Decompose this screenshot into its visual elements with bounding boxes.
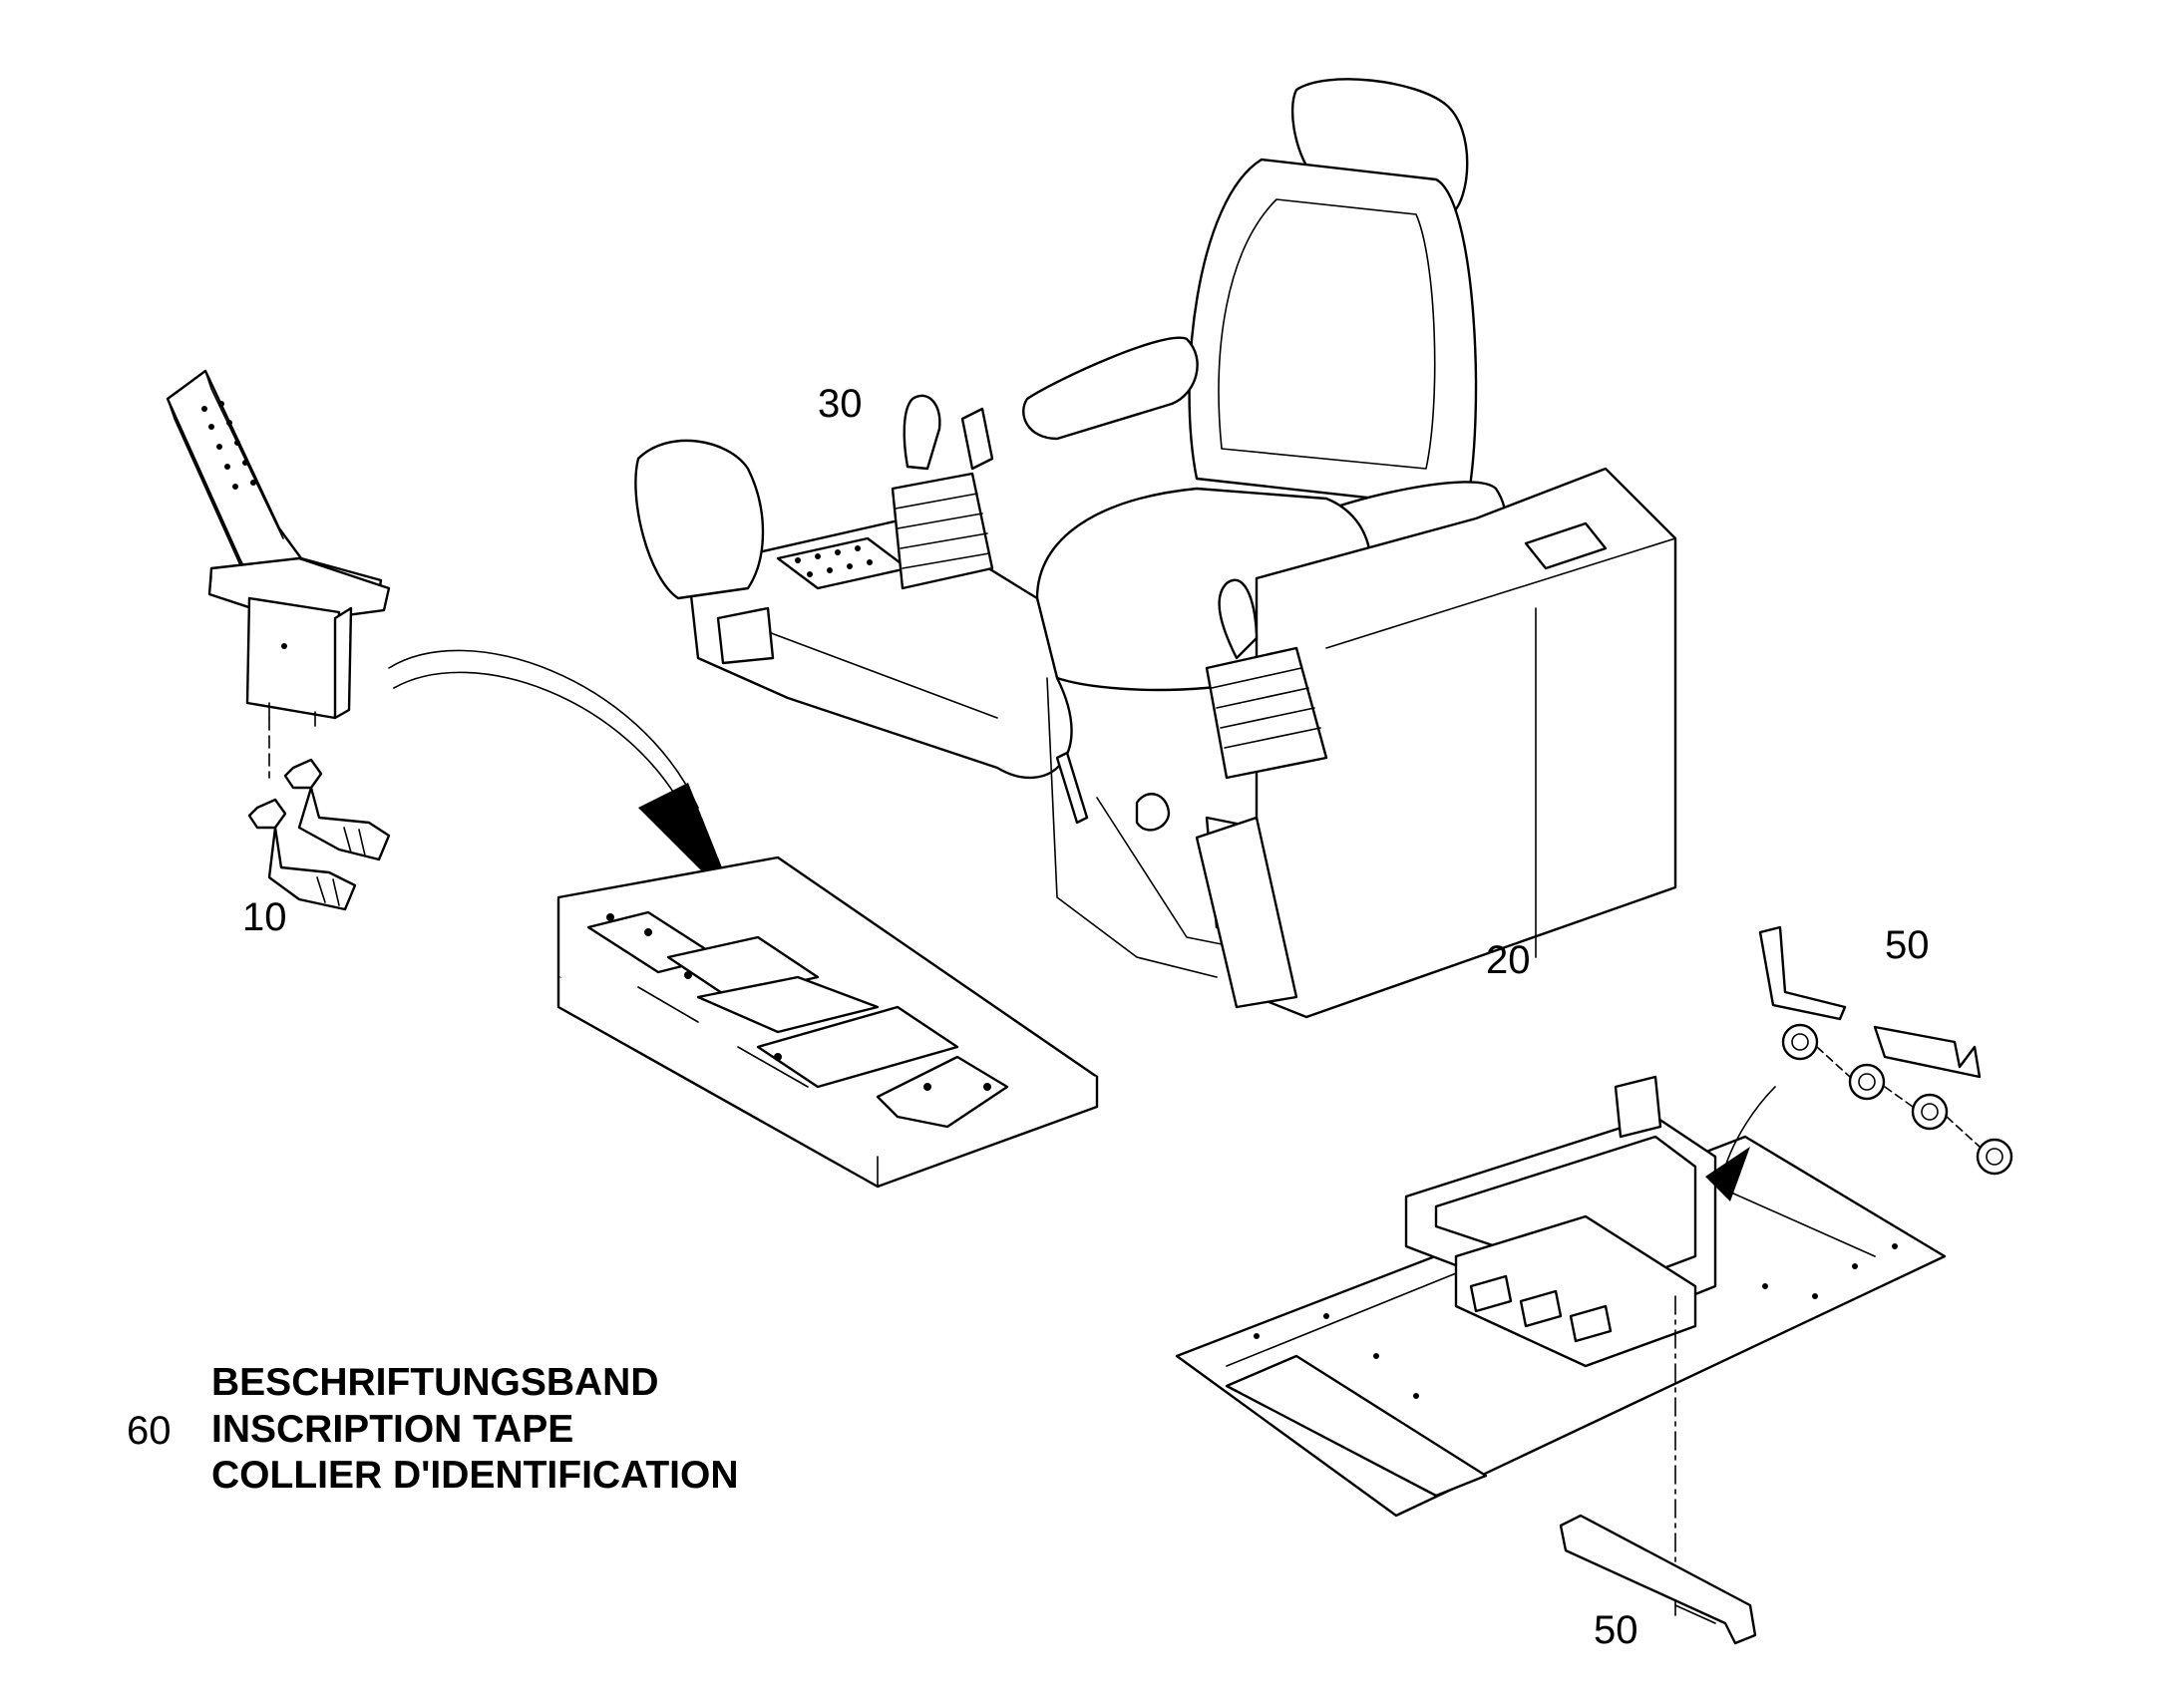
note-number: 60: [127, 1409, 172, 1453]
callout-joystick: 30: [818, 382, 863, 426]
note-line-de: BESCHRIFTUNGSBAND: [211, 1361, 659, 1404]
upper-brackets-clamps: [1758, 925, 2013, 1176]
callout-pedal: 10: [242, 895, 287, 939]
base-plate-assembly: [1175, 1075, 1947, 1616]
note-line-en: INSCRIPTION TAPE: [211, 1408, 574, 1451]
operator-console-seat: [634, 78, 1677, 1019]
callout-bracket-lower: 50: [1594, 1608, 1638, 1652]
floor-panel: [556, 855, 1099, 1189]
callout-bracket-upper: 50: [1885, 923, 1930, 967]
note-line-fr: COLLIER D'IDENTIFICATION: [211, 1454, 739, 1497]
lower-bracket: [1559, 1514, 1757, 1645]
foot-pedal: [166, 369, 391, 911]
callout-cab-console: 20: [1486, 938, 1531, 982]
pedal-pointer-arrow: [388, 649, 738, 907]
